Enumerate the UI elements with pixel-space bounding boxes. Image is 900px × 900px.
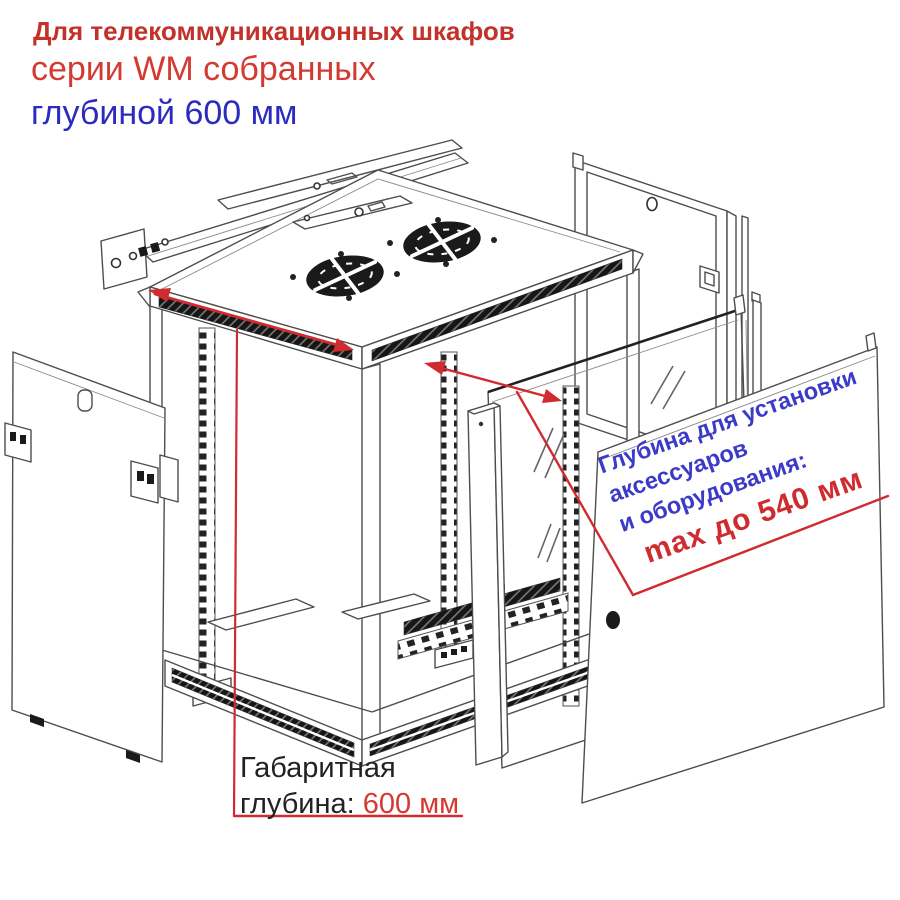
red-dimension-annotations <box>148 288 890 818</box>
cooling-fan <box>387 217 497 267</box>
panel-foot <box>30 714 44 727</box>
panel-keyhole <box>77 389 93 412</box>
overall-depth-label: глубина: <box>240 788 355 820</box>
front-door-profile <box>467 402 509 766</box>
cooling-fan <box>290 251 400 301</box>
panel-latch <box>130 454 179 504</box>
front-vent-slots-right <box>371 258 623 362</box>
header-line-2: серии WM собранных <box>31 50 376 88</box>
panel-latch <box>4 422 32 463</box>
accessory-leader-line <box>515 390 890 597</box>
panel-pin <box>865 332 877 352</box>
panel-lock-hole <box>606 611 620 629</box>
depth-arrow-600mm <box>153 292 350 350</box>
top-cable-slot <box>292 195 413 230</box>
header-line-3: глубиной 600 мм <box>31 94 298 132</box>
overall-depth-note-line1: Габаритная <box>240 752 396 784</box>
left-side-panel <box>4 351 179 763</box>
cabinet-body <box>137 169 644 767</box>
depth-arrow-540mm <box>428 363 558 401</box>
header-line-1: Для телекоммуникационных шкафов <box>33 16 515 46</box>
overall-depth-note: Габаритная глубина: 600 мм <box>240 750 459 822</box>
right-side-panel <box>581 332 885 804</box>
top-panel <box>137 169 644 370</box>
panel-foot <box>126 750 140 763</box>
overall-depth-value: 600 мм <box>362 788 460 820</box>
door-hinge-pin <box>733 294 746 316</box>
depth-leader-line <box>232 328 239 817</box>
